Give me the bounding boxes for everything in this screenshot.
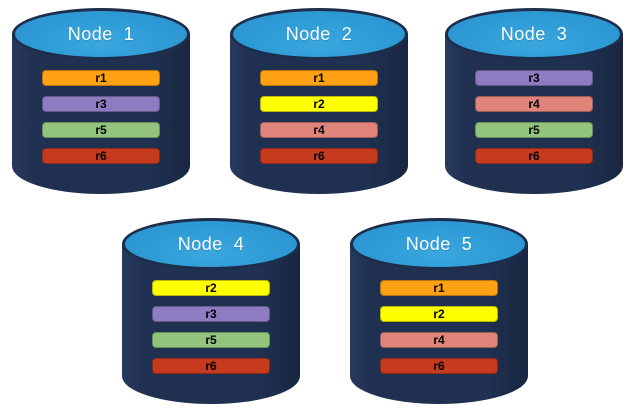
cylinder-top: Node 5 [350, 218, 528, 270]
replica-label: r4 [313, 123, 325, 137]
replica-bar-r2: r2 [260, 96, 378, 112]
replica-bar-r2: r2 [152, 280, 270, 296]
cylinder-top: Node 3 [445, 8, 623, 60]
database-node-4: Node 4 r2 r3 r5 r6 [122, 218, 300, 404]
replica-bar-r6: r6 [152, 358, 270, 374]
replica-label: r1 [313, 71, 325, 85]
replica-label: r5 [95, 123, 107, 137]
cylinder-body [350, 244, 528, 404]
cylinder-body [445, 34, 623, 194]
replica-label: r4 [528, 97, 540, 111]
replica-label: r6 [528, 149, 540, 163]
cylinder-top: Node 4 [122, 218, 300, 270]
replica-label: r6 [313, 149, 325, 163]
replica-bar-r3: r3 [475, 70, 593, 86]
replica-bar-r5: r5 [152, 332, 270, 348]
database-node-2: Node 2 r1 r2 r4 r6 [230, 8, 408, 194]
replica-label: r4 [433, 333, 445, 347]
replica-bar-r6: r6 [260, 148, 378, 164]
node-label: Node 1 [67, 23, 135, 44]
replica-list: r1 r2 r4 r6 [230, 70, 408, 164]
replica-bar-r6: r6 [475, 148, 593, 164]
replica-bar-r1: r1 [42, 70, 160, 86]
replica-bar-r1: r1 [260, 70, 378, 86]
replica-label: r3 [205, 307, 217, 321]
replica-label: r6 [433, 359, 445, 373]
node-label: Node 4 [177, 233, 245, 254]
replica-label: r1 [433, 281, 445, 295]
node-label: Node 2 [285, 23, 353, 44]
replica-list: r1 r3 r5 r6 [12, 70, 190, 164]
replica-label: r2 [205, 281, 217, 295]
replica-label: r6 [205, 359, 217, 373]
node-label: Node 3 [500, 23, 568, 44]
replica-list: r2 r3 r5 r6 [122, 280, 300, 374]
replica-bar-r5: r5 [42, 122, 160, 138]
replica-label: r2 [313, 97, 325, 111]
replica-label: r6 [95, 149, 107, 163]
database-node-3: Node 3 r3 r4 r5 r6 [445, 8, 623, 194]
replica-bar-r5: r5 [475, 122, 593, 138]
replica-label: r1 [95, 71, 107, 85]
replica-bar-r6: r6 [42, 148, 160, 164]
cylinder-body [230, 34, 408, 194]
replica-bar-r2: r2 [380, 306, 498, 322]
cylinder-body [122, 244, 300, 404]
replica-list: r3 r4 r5 r6 [445, 70, 623, 164]
replica-label: r5 [205, 333, 217, 347]
replica-bar-r6: r6 [380, 358, 498, 374]
database-node-5: Node 5 r1 r2 r4 r6 [350, 218, 528, 404]
cylinder-top: Node 2 [230, 8, 408, 60]
replica-list: r1 r2 r4 r6 [350, 280, 528, 374]
replica-label: r2 [433, 307, 445, 321]
replica-bar-r3: r3 [152, 306, 270, 322]
replica-label: r3 [528, 71, 540, 85]
cylinder-body [12, 34, 190, 194]
database-node-1: Node 1 r1 r3 r5 r6 [12, 8, 190, 194]
replica-bar-r4: r4 [260, 122, 378, 138]
node-label: Node 5 [405, 233, 473, 254]
replica-label: r5 [528, 123, 540, 137]
replica-bar-r1: r1 [380, 280, 498, 296]
cylinder-top: Node 1 [12, 8, 190, 60]
replica-bar-r4: r4 [475, 96, 593, 112]
replica-bar-r3: r3 [42, 96, 160, 112]
replica-bar-r4: r4 [380, 332, 498, 348]
replica-label: r3 [95, 97, 107, 111]
